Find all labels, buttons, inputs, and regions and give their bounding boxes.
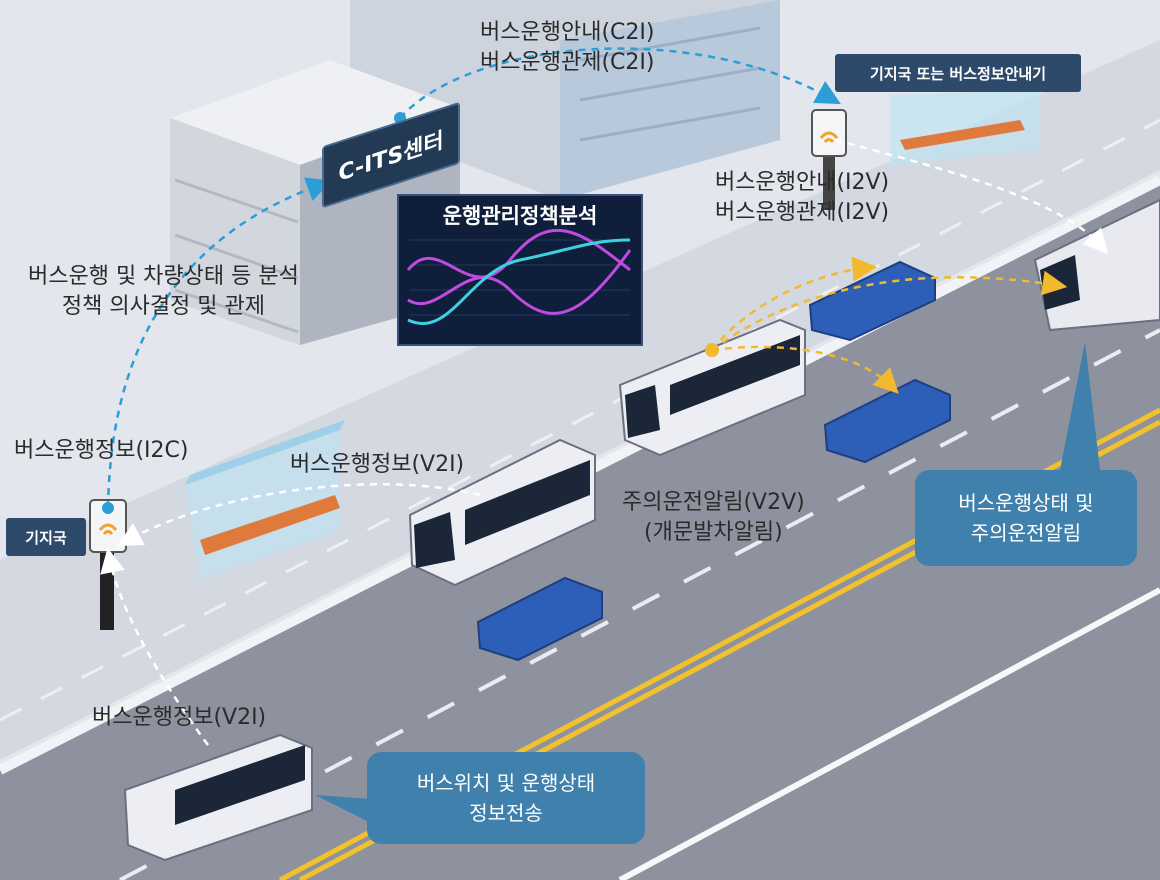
label-i2c: 버스운행정보(I2C): [14, 436, 188, 466]
label-v2v-line1: 주의운전알림(V2V): [622, 488, 805, 518]
callout-status-line2: 주의운전알림: [971, 518, 1081, 548]
label-analysis-line1: 버스운행 및 차량상태 등 분석: [28, 262, 299, 292]
label-i2v-control: 버스운행관제(I2V): [715, 198, 889, 228]
callout-transmit-line2: 정보전송: [469, 798, 543, 828]
label-v2v-line2: (개문발차알림): [622, 518, 805, 548]
callout-transmit: 버스위치 및 운행상태 정보전송: [367, 752, 645, 844]
label-analysis-line2: 정책 의사결정 및 관제: [28, 292, 299, 322]
callout-transmit-line1: 버스위치 및 운행상태: [417, 768, 595, 798]
label-v2i-bottom: 버스운행정보(V2I): [92, 703, 266, 733]
callout-status: 버스운행상태 및 주의운전알림: [915, 470, 1137, 566]
tag-base-station-or-info: 기지국 또는 버스정보안내기: [835, 54, 1081, 92]
callout-status-line1: 버스운행상태 및: [958, 488, 1093, 518]
label-i2v: 버스운행안내(I2V) 버스운행관제(I2V): [715, 168, 889, 228]
label-analysis: 버스운행 및 차량상태 등 분석 정책 의사결정 및 관제: [28, 262, 299, 322]
analysis-panel-title: 운행관리정책분석: [400, 200, 640, 230]
label-c2i: 버스운행안내(C2I) 버스운행관제(C2I): [480, 18, 654, 78]
label-v2v: 주의운전알림(V2V) (개문발차알림): [622, 488, 805, 548]
label-v2i-top: 버스운행정보(V2I): [290, 450, 464, 480]
label-i2v-guide: 버스운행안내(I2V): [715, 168, 889, 198]
label-c2i-guide: 버스운행안내(C2I): [480, 18, 654, 48]
label-c2i-control: 버스운행관제(C2I): [480, 48, 654, 78]
tag-base-station: 기지국: [6, 518, 86, 556]
